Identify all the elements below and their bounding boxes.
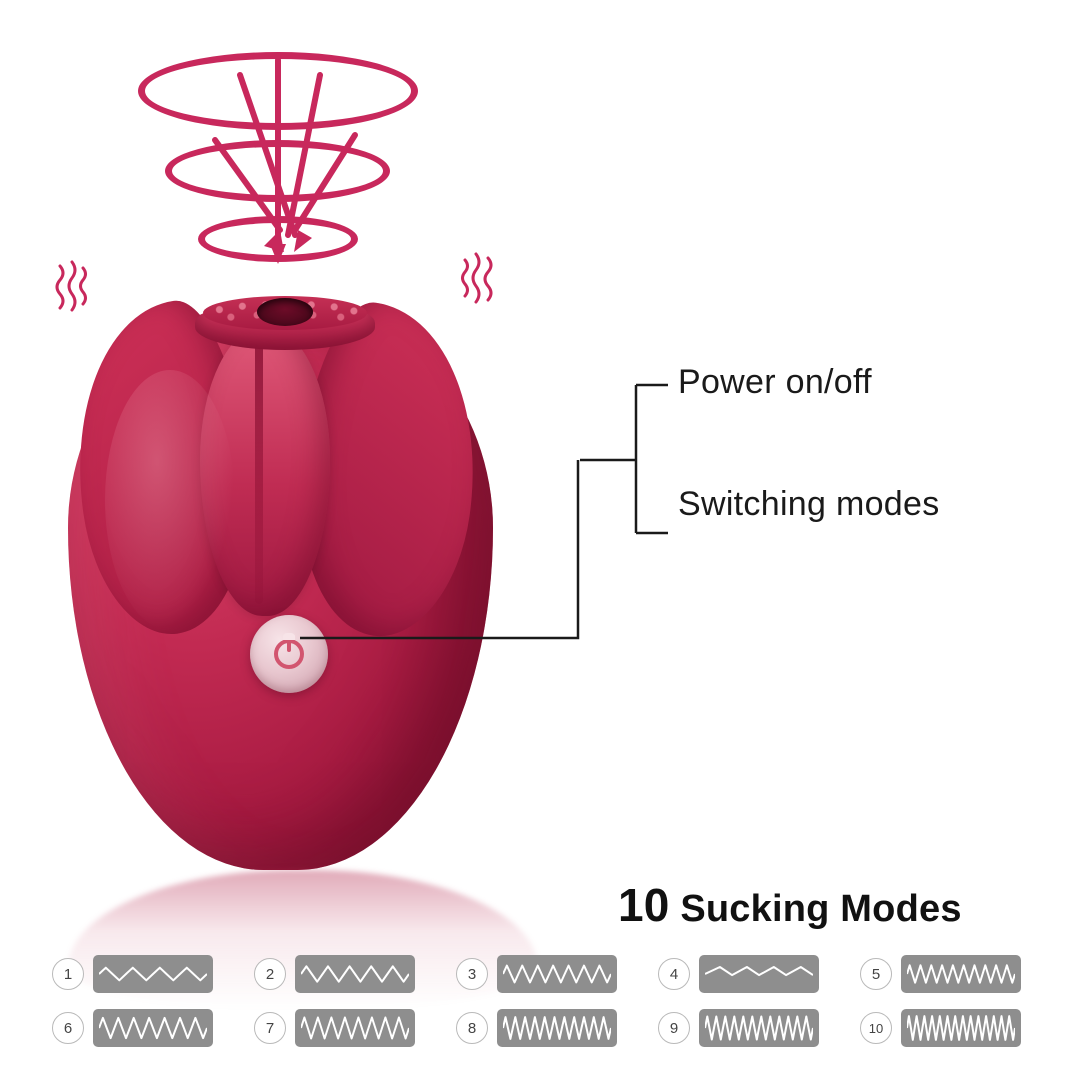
petal-seam bbox=[255, 334, 263, 604]
mode-waveform-6 bbox=[93, 1009, 213, 1047]
mode-item: 9 bbox=[658, 1009, 860, 1047]
callout-label-modes: Switching modes bbox=[678, 485, 940, 523]
mode-number: 2 bbox=[254, 958, 286, 990]
suction-head bbox=[195, 282, 375, 352]
mode-item: 3 bbox=[456, 955, 658, 993]
modes-title: 10 Sucking Modes bbox=[618, 878, 962, 932]
modes-title-text: Sucking Modes bbox=[680, 888, 962, 930]
mode-waveform-4 bbox=[699, 955, 819, 993]
body-highlight bbox=[105, 370, 235, 630]
mode-item: 7 bbox=[254, 1009, 456, 1047]
vibration-lines-right-icon bbox=[460, 252, 493, 310]
mode-item: 8 bbox=[456, 1009, 658, 1047]
mode-number: 5 bbox=[860, 958, 892, 990]
mode-number: 8 bbox=[456, 1012, 488, 1044]
mode-item: 1 bbox=[52, 955, 254, 993]
mode-waveform-8 bbox=[497, 1009, 617, 1047]
mode-number: 7 bbox=[254, 1012, 286, 1044]
mode-number: 9 bbox=[658, 1012, 690, 1044]
modes-row-1: 1 2 3 4 5 bbox=[52, 955, 1062, 993]
rose-body bbox=[50, 260, 520, 870]
mode-waveform-10 bbox=[901, 1009, 1021, 1047]
mode-number: 3 bbox=[456, 958, 488, 990]
mode-item: 10 bbox=[860, 1009, 1062, 1047]
callout-leader-lines bbox=[580, 383, 668, 535]
mode-item: 5 bbox=[860, 955, 1062, 993]
vibration-lines-left-icon bbox=[54, 260, 87, 318]
mode-waveform-7 bbox=[295, 1009, 415, 1047]
callout-group: Power on/off Switching modes bbox=[560, 355, 1080, 565]
mode-item: 6 bbox=[52, 1009, 254, 1047]
mode-waveform-3 bbox=[497, 955, 617, 993]
mode-waveform-2 bbox=[295, 955, 415, 993]
product-image bbox=[20, 20, 580, 1010]
modes-count: 10 bbox=[618, 879, 670, 931]
mode-number: 10 bbox=[860, 1012, 892, 1044]
modes-grid: 1 2 3 4 5 6 bbox=[52, 955, 1062, 1063]
mode-number: 6 bbox=[52, 1012, 84, 1044]
suction-arrows-icon bbox=[212, 57, 358, 264]
mode-waveform-9 bbox=[699, 1009, 819, 1047]
mode-number: 4 bbox=[658, 958, 690, 990]
mode-number: 1 bbox=[52, 958, 84, 990]
callout-label-power: Power on/off bbox=[678, 363, 872, 401]
suction-opening bbox=[257, 298, 313, 326]
mode-waveform-5 bbox=[901, 955, 1021, 993]
suction-rings bbox=[120, 30, 460, 280]
mode-item: 4 bbox=[658, 955, 860, 993]
mode-item: 2 bbox=[254, 955, 456, 993]
power-button[interactable] bbox=[250, 615, 328, 693]
power-icon bbox=[274, 639, 304, 669]
mode-waveform-1 bbox=[93, 955, 213, 993]
modes-row-2: 6 7 8 9 10 bbox=[52, 1009, 1062, 1047]
